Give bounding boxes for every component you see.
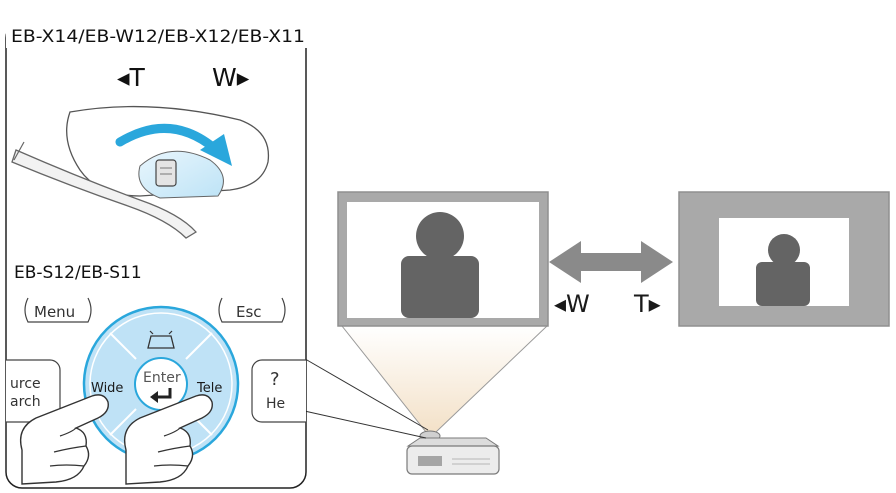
enter-return-icon — [156, 388, 172, 399]
tele-button[interactable]: Tele — [196, 381, 222, 396]
help-button[interactable] — [251, 359, 322, 423]
person-large-icon — [401, 212, 479, 318]
zoom-w-label: ◂W — [554, 290, 590, 318]
model-label-bottom: EB-S12/EB-S11 — [14, 263, 142, 283]
source-search-button[interactable] — [0, 359, 61, 423]
zoom-t-label: T▸ — [633, 290, 661, 318]
screen-tele — [678, 191, 890, 327]
esc-button-label: Esc — [236, 303, 262, 321]
wide-button[interactable]: Wide — [91, 381, 123, 396]
zoom-ring-illustration — [11, 105, 270, 239]
tele-direction-label: ◂T — [117, 63, 146, 92]
rotate-arrow-icon — [115, 123, 219, 153]
callout-line — [299, 355, 429, 431]
hand-left-icon — [19, 394, 109, 485]
hand-right-icon — [123, 394, 213, 485]
model-label-top: EB-X14/EB-W12/EB-X12/EB-X11 — [11, 27, 305, 47]
rotate-arrowhead-icon — [200, 134, 232, 166]
enter-button-label: Enter — [143, 370, 181, 386]
double-arrow-icon — [549, 241, 673, 283]
menu-button[interactable] — [24, 297, 92, 323]
keystone-icon — [147, 335, 175, 349]
person-small-icon — [756, 234, 810, 306]
source-search-label-2: arch — [10, 394, 41, 410]
help-button-label: He — [266, 396, 285, 412]
menu-button-label: Menu — [34, 303, 75, 321]
help-question-icon: ? — [270, 369, 280, 390]
projector-icon — [406, 430, 500, 475]
wide-direction-label: W▸ — [212, 63, 250, 92]
projection-beam — [340, 325, 549, 433]
source-search-label-1: urce — [10, 376, 41, 392]
esc-button[interactable] — [218, 297, 286, 323]
screen-wide — [337, 191, 549, 327]
callout-line — [299, 409, 427, 439]
